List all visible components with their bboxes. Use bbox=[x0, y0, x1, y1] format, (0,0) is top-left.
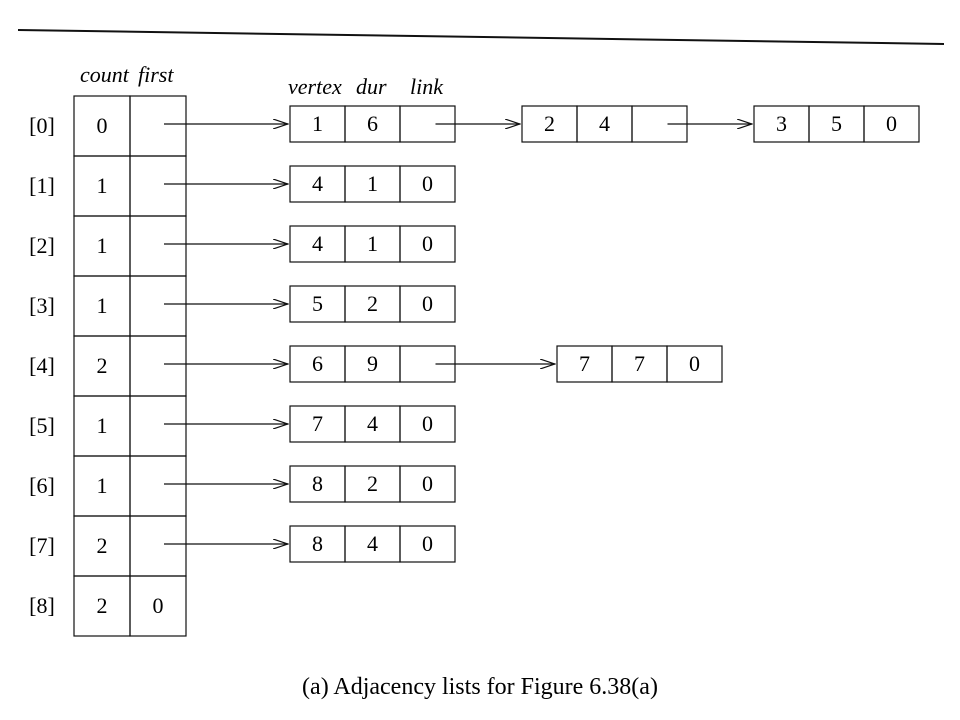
link-value: 0 bbox=[422, 291, 433, 316]
dur-value: 2 bbox=[367, 291, 378, 316]
row-index-label: [5] bbox=[29, 413, 55, 438]
dur-value: 1 bbox=[367, 171, 378, 196]
vertex-value: 2 bbox=[544, 111, 555, 136]
row-index-label: [4] bbox=[29, 353, 55, 378]
link-cell bbox=[399, 405, 456, 443]
vertex-value: 6 bbox=[312, 351, 323, 376]
list-node: 7 4 0 bbox=[289, 405, 456, 443]
link-value: 0 bbox=[422, 231, 433, 256]
count-value: 1 bbox=[97, 173, 108, 198]
vertex-value: 5 bbox=[312, 291, 323, 316]
list-node: 3 5 0 bbox=[753, 105, 920, 143]
first-cell bbox=[129, 515, 187, 577]
dur-value: 7 bbox=[634, 351, 645, 376]
link-cell bbox=[666, 345, 723, 383]
row-index-label: [6] bbox=[29, 473, 55, 498]
link-value: 0 bbox=[886, 111, 897, 136]
list-node: 8 2 0 bbox=[289, 465, 456, 503]
row-index-label: [7] bbox=[29, 533, 55, 558]
dur-value: 1 bbox=[367, 231, 378, 256]
dur-value: 2 bbox=[367, 471, 378, 496]
dur-value: 5 bbox=[831, 111, 842, 136]
vertex-value: 8 bbox=[312, 531, 323, 556]
row-index-label: [0] bbox=[29, 113, 55, 138]
first-cell bbox=[129, 395, 187, 457]
dur-value: 4 bbox=[367, 411, 378, 436]
header-first: first bbox=[138, 62, 174, 87]
link-cell bbox=[399, 285, 456, 323]
link-value: 0 bbox=[689, 351, 700, 376]
first-cell bbox=[129, 155, 187, 217]
count-value: 2 bbox=[97, 533, 108, 558]
link-cell bbox=[399, 225, 456, 263]
link-value: 0 bbox=[422, 531, 433, 556]
count-value: 1 bbox=[97, 413, 108, 438]
count-value: 2 bbox=[97, 353, 108, 378]
first-cell bbox=[129, 575, 187, 637]
list-node: 4 1 0 bbox=[289, 165, 456, 203]
header-vertex: vertex bbox=[288, 74, 342, 99]
first-cell bbox=[129, 335, 187, 397]
vertex-value: 4 bbox=[312, 171, 323, 196]
count-value: 0 bbox=[97, 113, 108, 138]
first-cell bbox=[129, 95, 187, 157]
link-cell bbox=[399, 465, 456, 503]
vertex-value: 7 bbox=[312, 411, 323, 436]
link-value: 0 bbox=[422, 471, 433, 496]
vertex-value: 4 bbox=[312, 231, 323, 256]
vertex-value: 1 bbox=[312, 111, 323, 136]
dur-value: 4 bbox=[367, 531, 378, 556]
row-index-label: [2] bbox=[29, 233, 55, 258]
first-cell bbox=[129, 275, 187, 337]
vertex-value: 7 bbox=[579, 351, 590, 376]
link-value: 0 bbox=[422, 171, 433, 196]
link-value: 0 bbox=[422, 411, 433, 436]
figure-caption: (a) Adjacency lists for Figure 6.38(a) bbox=[302, 674, 658, 700]
row-index-label: [1] bbox=[29, 173, 55, 198]
list-node: 4 1 0 bbox=[289, 225, 456, 263]
list-node: 5 2 0 bbox=[289, 285, 456, 323]
count-value: 2 bbox=[97, 593, 108, 618]
dur-value: 6 bbox=[367, 111, 378, 136]
top-rule bbox=[17, 29, 945, 45]
link-cell bbox=[399, 165, 456, 203]
vertex-value: 8 bbox=[312, 471, 323, 496]
first-cell bbox=[129, 215, 187, 277]
dur-value: 4 bbox=[599, 111, 610, 136]
header-dur: dur bbox=[356, 74, 387, 99]
first-cell bbox=[129, 455, 187, 517]
first-value: 0 bbox=[153, 593, 164, 618]
header-count: count bbox=[80, 62, 130, 87]
count-value: 1 bbox=[97, 233, 108, 258]
list-node: 7 7 0 bbox=[556, 345, 723, 383]
header-link: link bbox=[410, 74, 444, 99]
row-index-label: [8] bbox=[29, 593, 55, 618]
link-cell bbox=[399, 525, 456, 563]
link-cell bbox=[863, 105, 920, 143]
row-index-label: [3] bbox=[29, 293, 55, 318]
count-value: 1 bbox=[97, 473, 108, 498]
list-node: 8 4 0 bbox=[289, 525, 456, 563]
count-value: 1 bbox=[97, 293, 108, 318]
vertex-value: 3 bbox=[776, 111, 787, 136]
dur-value: 9 bbox=[367, 351, 378, 376]
